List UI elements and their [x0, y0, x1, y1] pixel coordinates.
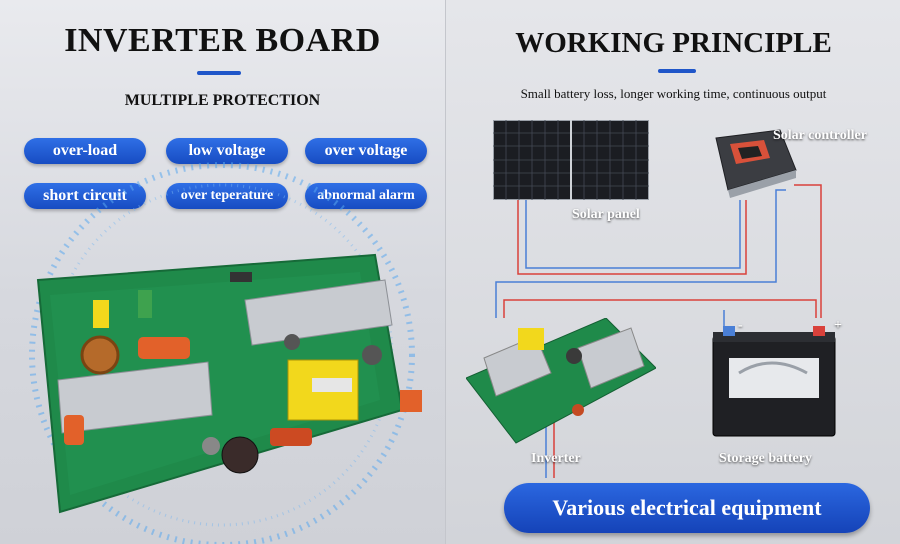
battery-negative-terminal: -: [738, 318, 743, 333]
inverter-board-image: [36, 253, 422, 514]
working-principle-panel: WORKING PRINCIPLE Small battery loss, lo…: [445, 0, 900, 544]
working-principle-title: WORKING PRINCIPLE: [515, 27, 832, 59]
inverter-board-title: INVERTER BOARD: [64, 22, 381, 59]
pill-abnormal-alarm: abnormal alarm: [305, 183, 427, 209]
battery-positive-terminal: +: [834, 318, 842, 333]
various-electrical-equipment-banner: Various electrical equipment: [504, 483, 870, 533]
working-principle-subtitle: Small battery loss, longer working time,…: [520, 86, 827, 101]
title-underline: [658, 69, 696, 73]
title-underline: [197, 71, 241, 75]
storage-battery-image: [712, 326, 836, 437]
pill-over-voltage: over voltage: [305, 138, 427, 164]
solar-panel-image: [493, 120, 649, 200]
inverter-image: [466, 318, 656, 444]
inverter-board-panel: INVERTER BOARD MULTIPLE PROTECTION over-…: [0, 0, 445, 544]
multiple-protection-subtitle: MULTIPLE PROTECTION: [124, 92, 321, 109]
pill-short-circuit: short circuit: [24, 183, 146, 209]
solar-controller-image: [715, 129, 797, 198]
solar-controller-label: Solar controller: [773, 128, 867, 143]
inverter-label: Inverter: [531, 451, 581, 466]
pill-over-temperature: over teperature: [166, 183, 288, 209]
wiring-diagram: [495, 184, 822, 478]
storage-battery-label: Storage battery: [719, 451, 812, 466]
pill-over-load: over-load: [24, 138, 146, 164]
solar-panel-label: Solar panel: [572, 207, 640, 222]
pill-low-voltage: low voltage: [166, 138, 288, 164]
